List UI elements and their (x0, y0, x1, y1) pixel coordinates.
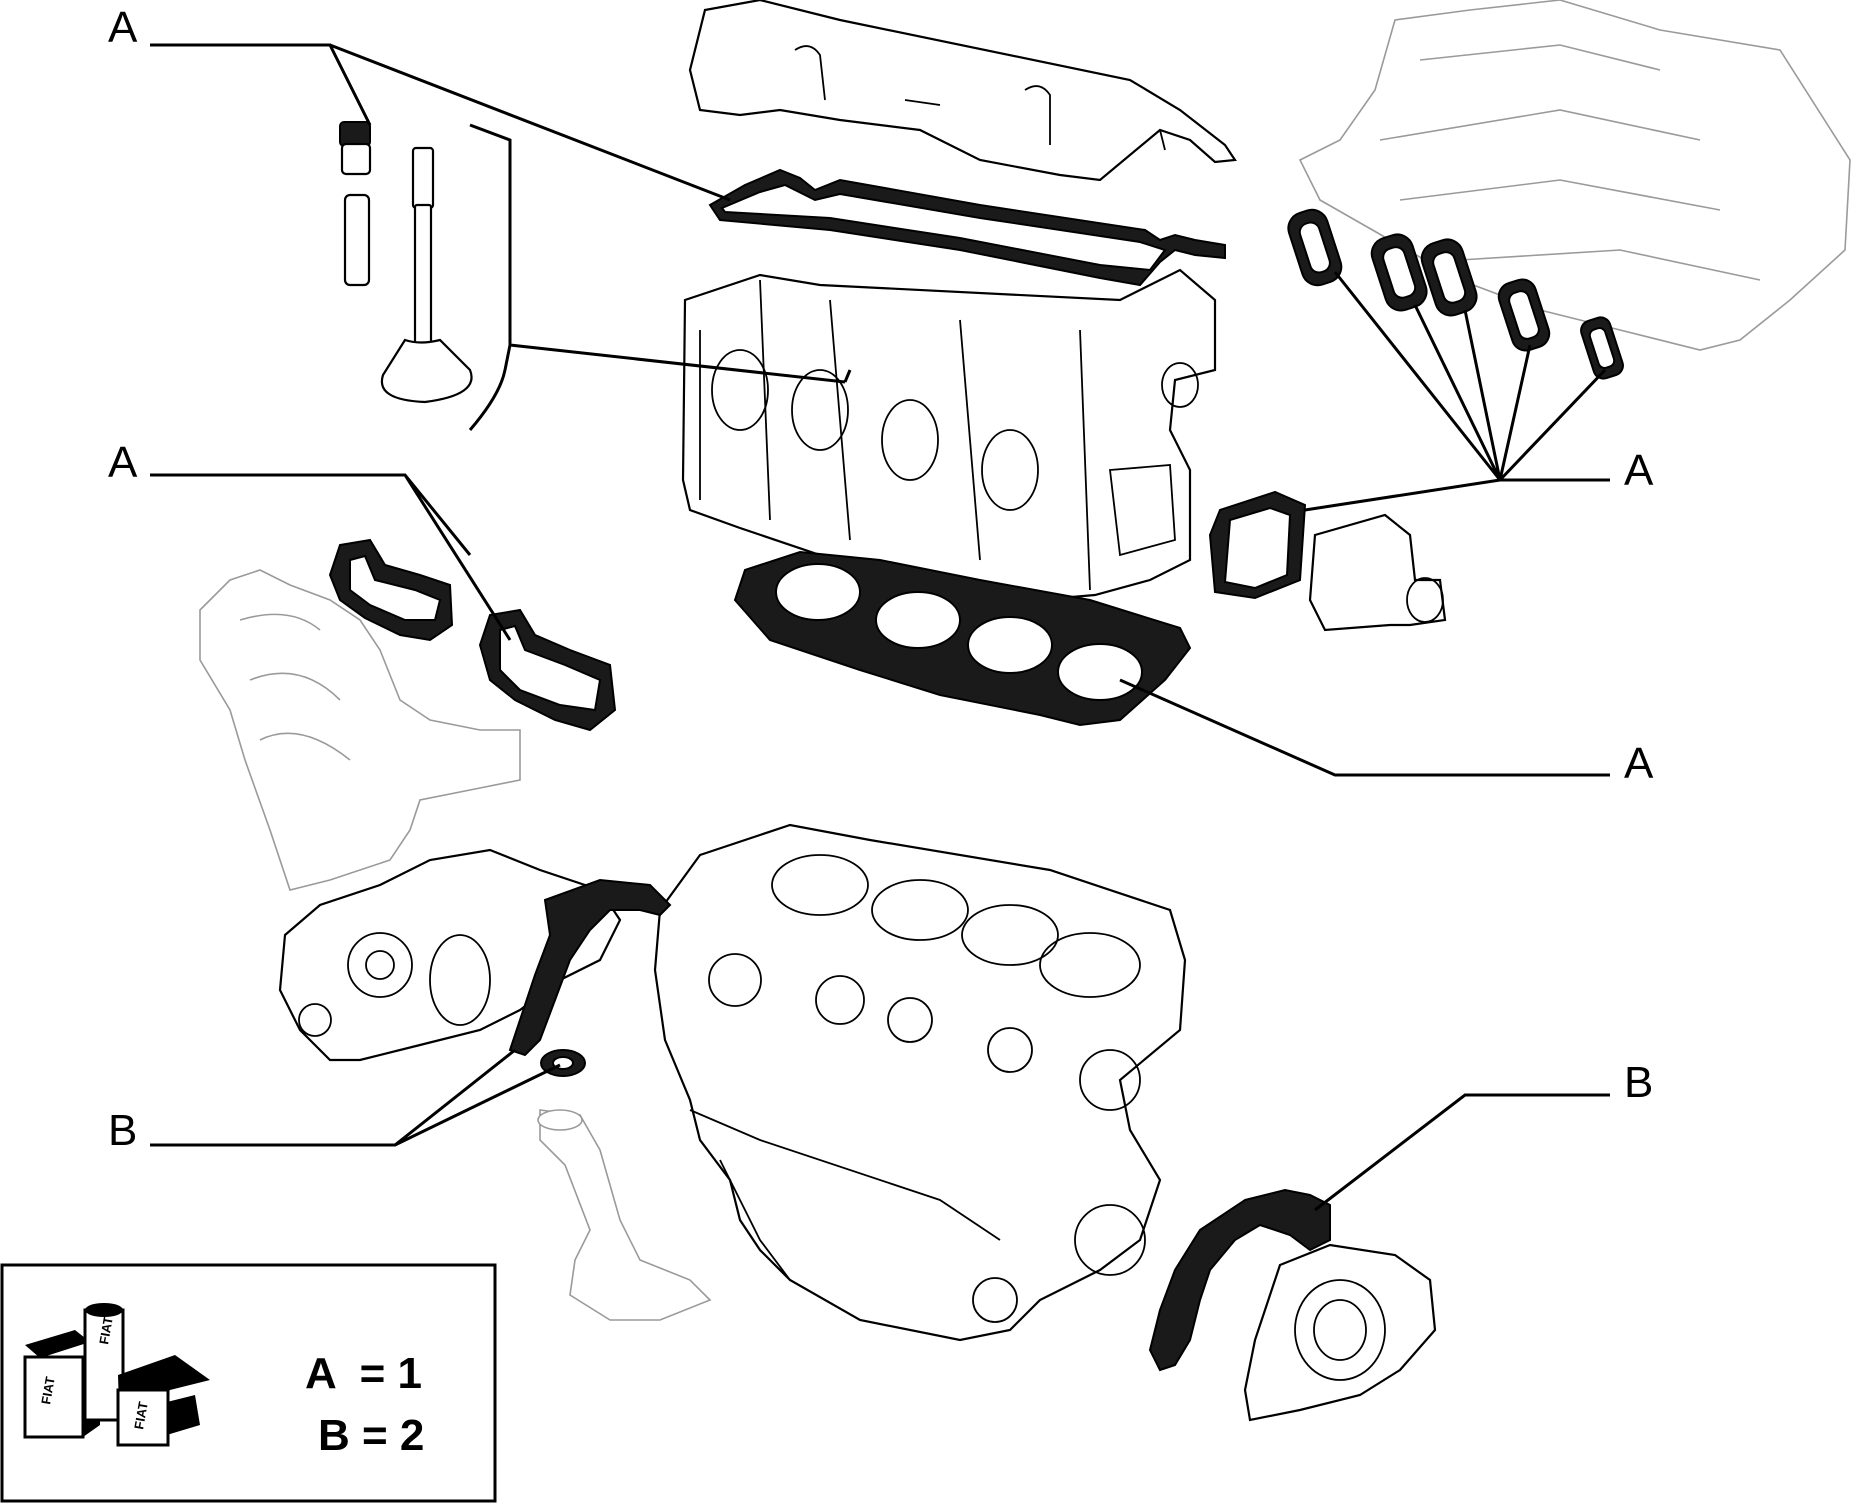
cylinder-head (681, 268, 1217, 600)
callout-a-manifold: A (108, 438, 138, 487)
rocker-cover (688, 0, 1237, 182)
callout-b-rear-seal: B (1624, 1058, 1653, 1107)
logo-text-1: FIAT (38, 1375, 58, 1405)
rear-seal-gasket (1148, 1188, 1331, 1372)
valve-guide-bracket (468, 123, 852, 431)
head-gasket-leader (1119, 678, 1610, 777)
rear-seal-leader (1314, 1093, 1610, 1212)
rocker-cover-gasket (708, 168, 1226, 287)
oil-pump (278, 848, 622, 1062)
oil-pump-gasket (508, 878, 672, 1057)
oil-pump-seal-leader (150, 1048, 561, 1147)
legend-box: FIAT FIAT FIAT A = 1 B = 2 (0, 1263, 497, 1503)
exhaust-gasket-leader (150, 473, 512, 641)
valve-parts (339, 121, 473, 404)
callout-a-head-gasket: A (1624, 739, 1654, 788)
exhaust-manifold (199, 569, 521, 891)
cylinder-block (653, 823, 1187, 1342)
oil-pickup (537, 1109, 712, 1321)
head-gasket (733, 550, 1192, 727)
intake-manifold (1298, 0, 1851, 351)
legend-row-a: A = 1 (305, 1349, 422, 1398)
logo-text-2: FIAT (96, 1315, 116, 1345)
fiat-kit-logo: FIAT FIAT FIAT (23, 1303, 210, 1447)
thermostat-gasket-leader (1304, 478, 1501, 512)
thermostat-housing (1308, 513, 1447, 632)
intake-gaskets-leader (1333, 271, 1610, 482)
callout-a-intake: A (1624, 446, 1654, 495)
exhaust-gaskets (328, 538, 617, 732)
legend-row-b: B = 2 (318, 1411, 424, 1460)
callout-b-oil-pump: B (108, 1106, 137, 1155)
thermostat-housing-gasket (1208, 490, 1307, 600)
rear-seal-housing (1243, 1243, 1437, 1422)
rocker-cover-gasket-leader (150, 43, 731, 202)
intake-gaskets (1287, 208, 1624, 380)
logo-text-3: FIAT (131, 1400, 151, 1430)
callout-a-valve: A (108, 3, 138, 52)
